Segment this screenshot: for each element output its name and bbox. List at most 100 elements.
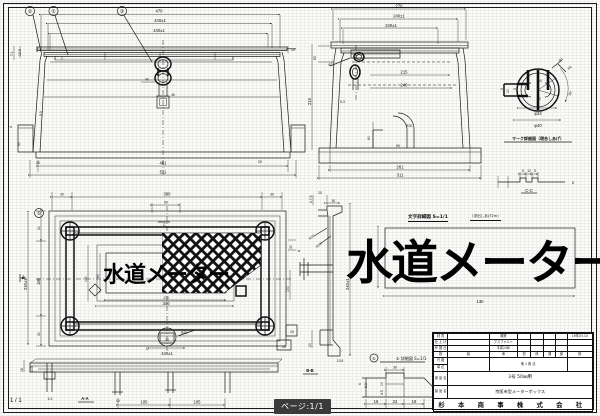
dim-detail1-16a: 16: [374, 399, 379, 404]
tb-part-value: 3号 50㎜用: [447, 371, 593, 386]
caption-char-detail: 文字詳細図 S=1/1: [408, 215, 448, 222]
balloon-2: ②: [25, 6, 42, 53]
dim-mark-5b: 5: [513, 88, 517, 90]
dim-side-53: 5.3: [340, 100, 345, 104]
dim-plan-30left2: 30: [37, 332, 41, 336]
dim-char-130: 130: [477, 299, 485, 304]
tb-part-label: 部 品 名: [432, 371, 449, 386]
dim-cc-12: 12: [527, 169, 531, 173]
dim-bb-18: 18: [331, 199, 335, 203]
dim-plan-380: 380: [164, 192, 172, 197]
dim-cc-5a: 5: [522, 169, 524, 173]
dim-detail1-45: 4.5: [380, 390, 384, 395]
caption-a-section: A-A: [81, 396, 88, 401]
dim-front-125: 12.5: [18, 49, 22, 56]
dim-aa-105b: 105: [141, 400, 149, 405]
dim-side-240a: 240±1: [393, 14, 405, 19]
dim-detail1-83: 8.3: [364, 383, 368, 388]
plan-mark-square: [235, 285, 247, 297]
dim-mark-r1a: R1: [558, 57, 564, 63]
tb-product-value: 京阪市型メーターボックス: [447, 385, 593, 399]
dim-plan-20b: 20: [165, 338, 169, 342]
dim-mark-phi34: φ34: [534, 111, 542, 116]
caption-mark-detail: マーク詳細図（現合しあげ）: [512, 135, 564, 141]
hinge-assembly: 40 45: [141, 40, 175, 175]
plan-plate-text: 水道メーター: [103, 263, 230, 288]
plan-hatch-region: [162, 233, 261, 293]
dim-front-25: 25: [36, 161, 40, 165]
dim-plan-r60: R60: [181, 331, 187, 335]
caption-b-section: B-B: [306, 368, 313, 373]
caption-detail-1: ① 詳細図 S=1/1: [396, 355, 427, 361]
view-detail-1: ① ① 詳細図 S=1/1 30 10 4.5 6 8.3 16 22 16: [358, 353, 435, 408]
tb-projection-value: 第 1 角 法: [488, 357, 568, 372]
dim-front-440a: 440±1: [154, 18, 166, 23]
tb-left-scale: 尺 度: [432, 357, 449, 365]
page-tooltip[interactable]: ページ:1/1: [274, 399, 331, 414]
dim-mark-10b: 10: [506, 89, 510, 93]
balloon-detail-1: ①: [372, 356, 376, 361]
balloon-1: ①: [48, 6, 69, 56]
dim-plan-50: 50: [164, 201, 168, 205]
dim-plan-20r: 20: [290, 330, 294, 334]
dim-side-215: 215: [307, 97, 312, 105]
dim-side-60: 60: [367, 136, 371, 140]
page-indicator: 1 / 1: [10, 398, 22, 404]
dim-front-71: 7.1: [10, 51, 14, 56]
dim-plan-60: 60: [96, 274, 100, 278]
dim-front-440b: 440±1: [153, 28, 165, 33]
dim-plan-30b: 30: [270, 193, 274, 197]
dim-side-215b: 215: [401, 70, 409, 75]
title-block: 材 質 鋳鉄 19年03.10 仕 上 げ アスファルト 作 図 日 平成24年: [432, 332, 594, 412]
svg-text:②: ②: [28, 9, 33, 15]
dim-mark-r1b: R1: [567, 65, 573, 71]
dim-plan-30left: 30: [37, 226, 41, 230]
dim-aa-53: 5.3: [48, 397, 53, 401]
dim-bb-r20a: R20: [308, 234, 315, 241]
dim-mark-10: 10: [538, 79, 542, 83]
svg-text:③: ③: [120, 9, 125, 15]
dim-front-470: 470: [156, 9, 164, 14]
view-c-section: 5 12 5 8 C-C: [497, 169, 574, 194]
dim-plan-170: 170: [163, 296, 169, 300]
dim-bb-27: 2.7.5: [309, 195, 313, 203]
dim-detail1-6: 6: [358, 383, 362, 385]
dim-mark-phi40: φ40: [534, 123, 542, 128]
dim-side-240b: 240±1: [385, 23, 397, 28]
dim-plan-340: 340: [163, 301, 171, 306]
dim-plan-100: 100: [286, 286, 290, 292]
dim-plan-label-A: A: [297, 249, 301, 252]
dim-bb-139: 13.9: [337, 359, 344, 363]
dim-mark-30deg: 30°: [567, 90, 573, 97]
dim-aa-105c: 105: [194, 400, 202, 405]
dim-mark-5a: 5: [500, 88, 504, 90]
dim-cc-5b: 5: [534, 169, 536, 173]
dim-front-461: 461: [160, 161, 168, 166]
dim-side-phi10: φ10: [327, 60, 334, 67]
view-a-section: 16 105 5.3 A-A 10 105 105: [20, 358, 283, 408]
dim-front-55: 5.5: [39, 111, 43, 116]
view-mark-detail: R1 R1 30° 10 2 5 10 5 φ34 φ40 マーク詳細図（現合し…: [500, 57, 574, 143]
dim-detail1-16b: 16: [412, 399, 417, 404]
label-plan-C: C: [163, 223, 166, 227]
view-char-detail: 50 130: [373, 225, 576, 304]
plan-mark-diamond: [88, 283, 102, 297]
dim-bb-20: 20: [318, 191, 322, 195]
view-front-elevation: ② ① ③ 470 440±1 440±1: [9, 6, 306, 178]
dim-bb-20b: 20: [308, 343, 312, 347]
dim-side-311: 311: [397, 173, 404, 178]
corner-bosses: [60, 221, 275, 336]
dim-side-240: 240: [401, 83, 409, 88]
dim-front-15: 15: [291, 48, 295, 52]
dim-front-45: 45: [171, 93, 175, 97]
balloon-plan-1: ①: [37, 211, 42, 217]
dim-bb-240: 240±1: [345, 278, 350, 290]
caption-c-section: C-C: [525, 188, 532, 193]
tb-left-unit: 単 位: [432, 364, 449, 372]
section-mark-D: D: [146, 347, 149, 351]
dim-char-50: 50: [373, 257, 378, 262]
dim-aa-10: 10: [116, 399, 120, 403]
dim-plan-140: 140: [84, 276, 88, 282]
